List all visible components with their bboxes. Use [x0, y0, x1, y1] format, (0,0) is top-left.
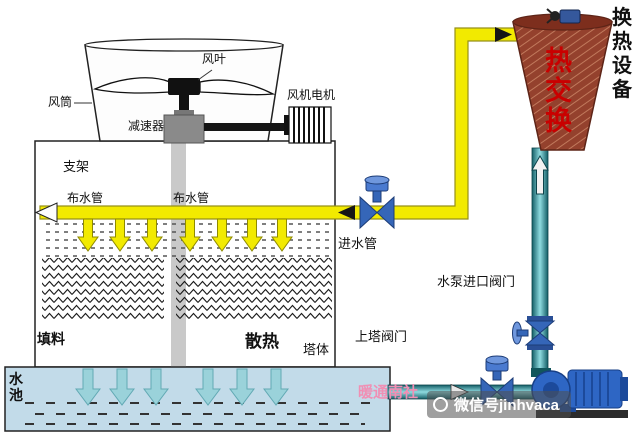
riser-valve [512, 316, 556, 350]
watermark-bar: 微信号jinhvaca [427, 391, 572, 418]
fill-material-right [176, 258, 332, 320]
fan-blade-label: 风叶 [202, 52, 227, 66]
watermark-brand: 暖通南社 [358, 384, 419, 401]
fill-material-label: 填料 [37, 331, 65, 347]
label-leader-lines [74, 69, 213, 104]
riser-up-arrow [531, 154, 549, 195]
reducer-shape [163, 110, 205, 144]
heat-exchange-label: 热交换 [545, 46, 572, 136]
reducer-label: 减速器 [128, 119, 165, 133]
water-pool-label: 水池 [9, 371, 23, 404]
dist-pipe-right-label: 布水管 [173, 191, 210, 205]
fan-motor-shape [204, 106, 332, 144]
fan-motor-label: 风机电机 [287, 88, 336, 102]
pump-shape [531, 368, 628, 418]
watermark-wechat-id: 微信号jinhvaca [454, 397, 560, 414]
air-duct-label: 风筒 [48, 95, 73, 109]
watermark-logo-icon [433, 397, 448, 412]
pipe-outlet-arrow [34, 202, 58, 223]
tower-body-label: 塔体 [303, 342, 330, 357]
pump-inlet-valve-label: 水泵进口阀门 [437, 274, 516, 289]
heat-exchange-equipment-label: 换热设备 [612, 7, 632, 101]
water-pool-shape [4, 366, 391, 432]
inlet-valve [359, 175, 395, 230]
flow-arrow-right [495, 27, 512, 42]
dist-pipe-left-label: 布水管 [67, 191, 104, 205]
heat-dissipation-label: 散热 [245, 332, 279, 351]
exchanger-fan-icon [546, 8, 581, 24]
fan-blade-shape [92, 77, 276, 116]
inlet-pipe-label: 进水管 [338, 236, 378, 251]
heat-exchanger-shape [512, 8, 613, 151]
fill-material-left [42, 258, 164, 320]
support-label: 支架 [63, 159, 90, 174]
flow-arrow-left [338, 205, 355, 220]
tower-valve-label: 上塔阀门 [355, 329, 408, 344]
